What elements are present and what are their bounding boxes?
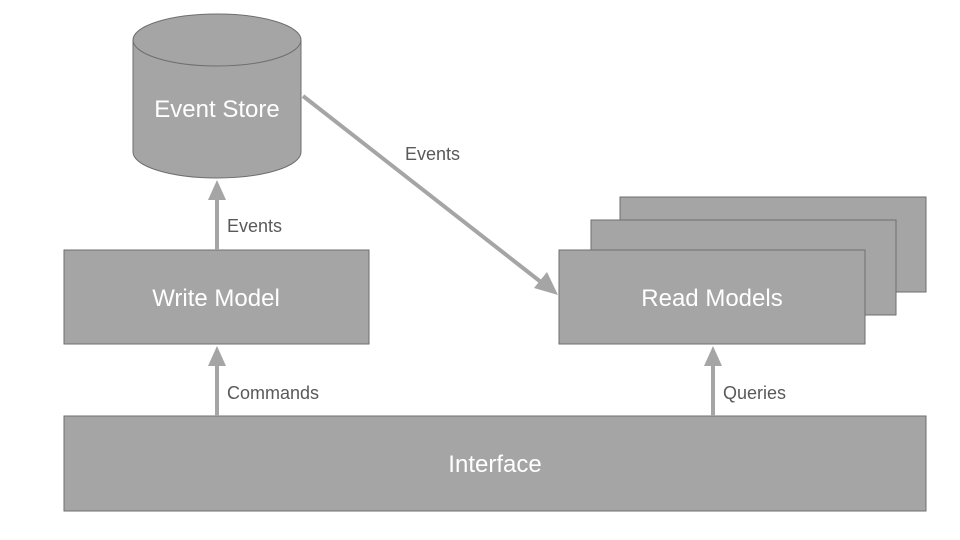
interface-node: Interface — [63, 415, 927, 512]
arrow-store-to-read-head — [534, 272, 558, 295]
interface-label: Interface — [448, 451, 541, 478]
event-store-label: Event Store — [154, 96, 279, 123]
edge-label-interface-to-write: Commands — [227, 383, 319, 403]
arrow-store-to-read: Events — [301, 94, 558, 295]
read-models-label: Read Models — [641, 285, 782, 312]
write-model-label: Write Model — [152, 285, 280, 312]
arrow-interface-to-read: Queries — [704, 346, 786, 416]
arrow-write-to-store: Events — [208, 180, 282, 250]
event-store-node: Event Store — [132, 13, 302, 179]
write-model-node: Write Model — [63, 249, 370, 345]
edge-label-interface-to-read: Queries — [723, 383, 786, 403]
edge-label-store-to-read: Events — [405, 144, 460, 164]
read-models-node: Read Models — [558, 196, 927, 345]
event-store-cylinder-top — [132, 13, 302, 67]
arrow-store-to-read-line — [301, 94, 548, 288]
read-model-front-box — [558, 249, 866, 345]
arrow-interface-to-write-head — [208, 346, 226, 366]
arrow-interface-to-write: Commands — [208, 346, 319, 416]
event-store-cylinder-body — [132, 40, 302, 179]
arrow-write-to-store-head — [208, 180, 226, 200]
interface-box — [63, 415, 927, 512]
write-model-box — [63, 249, 370, 345]
arrow-interface-to-read-head — [704, 346, 722, 366]
edge-label-write-to-store: Events — [227, 216, 282, 236]
